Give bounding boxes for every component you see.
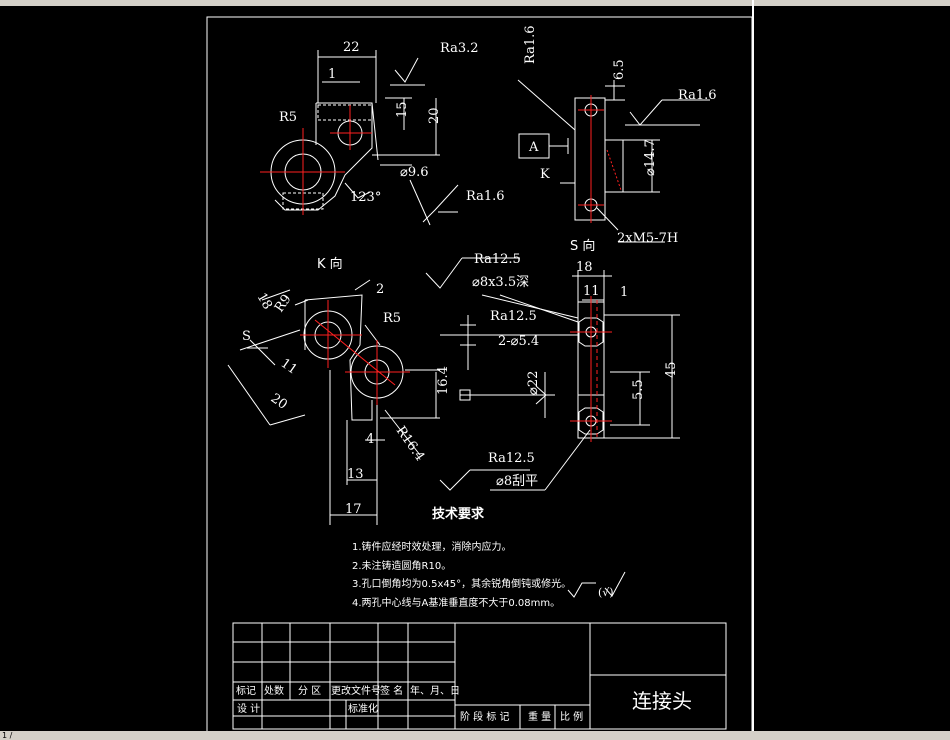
dim-123deg: 123° bbox=[350, 190, 381, 205]
sheet-edge bbox=[752, 0, 754, 732]
k-view bbox=[227, 279, 440, 525]
side-view bbox=[517, 79, 710, 243]
dim-1: 1 bbox=[328, 67, 336, 82]
dim-phi8-flat: ⌀8刮平 bbox=[496, 474, 538, 489]
datum-a-label: A bbox=[528, 140, 539, 155]
tech-item-1: 1.铸件应经时效处理，消除内应力。 bbox=[352, 540, 512, 553]
dim-17: 17 bbox=[345, 502, 362, 517]
direction-s-label: S bbox=[242, 329, 251, 344]
dim-phi22: ⌀22 bbox=[526, 371, 541, 395]
status-bar: 1 / bbox=[0, 731, 950, 740]
tech-item-4: 4.两孔中心线与A基准垂直度不大于0.08mm。 bbox=[352, 596, 560, 609]
main-view-centerlines bbox=[260, 105, 372, 215]
tb-scale: 比 例 bbox=[560, 710, 583, 723]
dim-55: 5.5 bbox=[631, 379, 646, 400]
dim-11b: 11 bbox=[278, 356, 300, 378]
tb-standardization: 标准化 bbox=[348, 702, 378, 715]
k-view-centerlines bbox=[300, 300, 410, 405]
s-view-title: S 向 bbox=[570, 238, 595, 254]
roughness-symbol bbox=[567, 571, 626, 598]
rough-ra32: Ra3.2 bbox=[440, 41, 479, 56]
dim-1b: 1 bbox=[620, 285, 628, 300]
dim-2xm5: 2xM5-7H bbox=[617, 231, 678, 246]
tech-requirements-title: 技术要求 bbox=[432, 506, 485, 522]
title-block bbox=[232, 622, 727, 730]
side-view-centerlines bbox=[578, 95, 622, 223]
s-view-nut-bottom bbox=[578, 407, 604, 435]
rough-ra125-b: Ra12.5 bbox=[490, 309, 537, 324]
dim-15: 15 bbox=[395, 101, 410, 118]
s-view-nut-top bbox=[578, 317, 604, 347]
tb-signature: 签 名 bbox=[380, 684, 403, 697]
window-top-bar bbox=[0, 0, 950, 6]
k-view-title: K 向 bbox=[317, 256, 343, 272]
dim-2-phi54: 2-⌀5.4 bbox=[498, 334, 539, 349]
tb-design: 设 计 bbox=[237, 702, 260, 715]
dim-r5b: R5 bbox=[383, 311, 401, 326]
dim-164: 16.4 bbox=[436, 366, 451, 395]
dim-phi96: ⌀9.6 bbox=[400, 165, 429, 180]
tb-change-doc: 更改文件号 bbox=[331, 684, 381, 697]
side-view-boss bbox=[604, 139, 624, 193]
tech-item-2: 2.未注铸造圆角R10。 bbox=[352, 559, 451, 572]
dim-2: 2 bbox=[376, 282, 384, 297]
rough-ra16-main: Ra1.6 bbox=[466, 189, 505, 204]
rough-note: (√) bbox=[598, 586, 614, 599]
dim-18b: 18 bbox=[254, 291, 275, 313]
rough-ra125-c: Ra12.5 bbox=[488, 451, 535, 466]
dim-18a: 18 bbox=[576, 260, 593, 275]
dim-20b: 20 bbox=[268, 391, 290, 413]
tb-stage-mark: 阶 段 标 记 bbox=[460, 710, 510, 723]
status-text: 1 / bbox=[2, 731, 13, 740]
s-view-centerlines bbox=[570, 296, 612, 442]
dim-phi8-depth: ⌀8x3.5深 bbox=[472, 275, 529, 290]
tech-item-3: 3.孔口倒角均为0.5x45°，其余锐角倒钝或修光。 bbox=[352, 577, 571, 590]
tb-date: 年、月、日 bbox=[410, 684, 460, 697]
rough-ra125-a: Ra12.5 bbox=[474, 252, 521, 267]
dim-r5a: R5 bbox=[279, 110, 297, 125]
dim-13: 13 bbox=[347, 467, 364, 482]
dim-22: 22 bbox=[343, 40, 360, 55]
tb-weight: 重 量 bbox=[528, 710, 551, 723]
part-name: 连接头 bbox=[632, 689, 692, 713]
tb-zone: 分 区 bbox=[298, 685, 321, 697]
dim-phi147: ⌀14.7 bbox=[643, 139, 658, 176]
tb-mark: 标记 bbox=[236, 685, 256, 697]
rough-ra16-side: Ra1.6 bbox=[678, 88, 717, 103]
main-view-slot bbox=[317, 104, 373, 121]
dim-20: 20 bbox=[427, 107, 442, 124]
tb-count: 处数 bbox=[264, 684, 284, 697]
rough-ra16-vertical: Ra1.6 bbox=[523, 25, 538, 64]
s-view bbox=[425, 257, 680, 491]
dim-65: 6.5 bbox=[612, 59, 627, 80]
dim-4: 4 bbox=[366, 432, 374, 447]
dim-11a: 11 bbox=[583, 284, 600, 299]
view-k-arrow-label: K bbox=[540, 167, 550, 182]
dim-r164: R16.4 bbox=[393, 424, 428, 464]
dim-45: 45 bbox=[664, 361, 679, 378]
